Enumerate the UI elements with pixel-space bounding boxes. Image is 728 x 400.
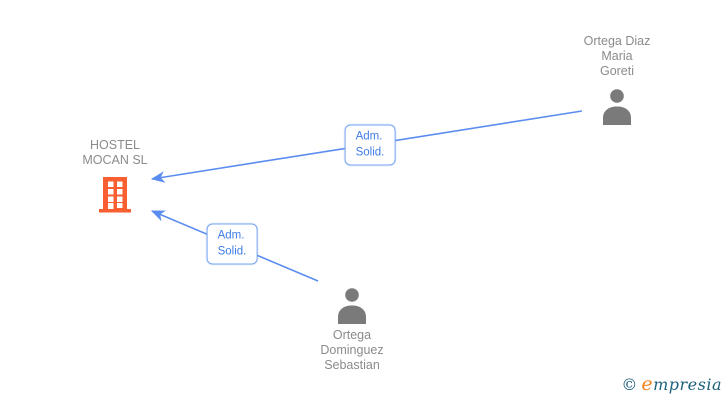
brand-wordmark: empresia bbox=[641, 373, 722, 395]
person-name: Ortega Dominguez Sebastian bbox=[320, 328, 384, 372]
person-name: Ortega Diaz Maria Goreti bbox=[583, 34, 651, 78]
company-node-hostel-mocan-sl[interactable]: HOSTEL MOCAN SL bbox=[45, 138, 185, 213]
building-icon bbox=[99, 177, 131, 213]
person-icon bbox=[603, 89, 631, 125]
person-icon bbox=[338, 288, 366, 324]
edge-label-adm-solid-bottom: Adm. Solid. bbox=[206, 223, 258, 265]
company-name: HOSTEL MOCAN SL bbox=[82, 138, 148, 167]
copyright-symbol: © bbox=[621, 375, 638, 394]
empresia-logo[interactable]: © empresia bbox=[621, 373, 722, 395]
edge-label-adm-solid-top: Adm. Solid. bbox=[344, 124, 396, 166]
person-node-ortega-diaz-maria-goreti[interactable]: Ortega Diaz Maria Goreti bbox=[547, 34, 687, 125]
person-node-ortega-dominguez-sebastian[interactable]: Ortega Dominguez Sebastian bbox=[282, 287, 422, 373]
